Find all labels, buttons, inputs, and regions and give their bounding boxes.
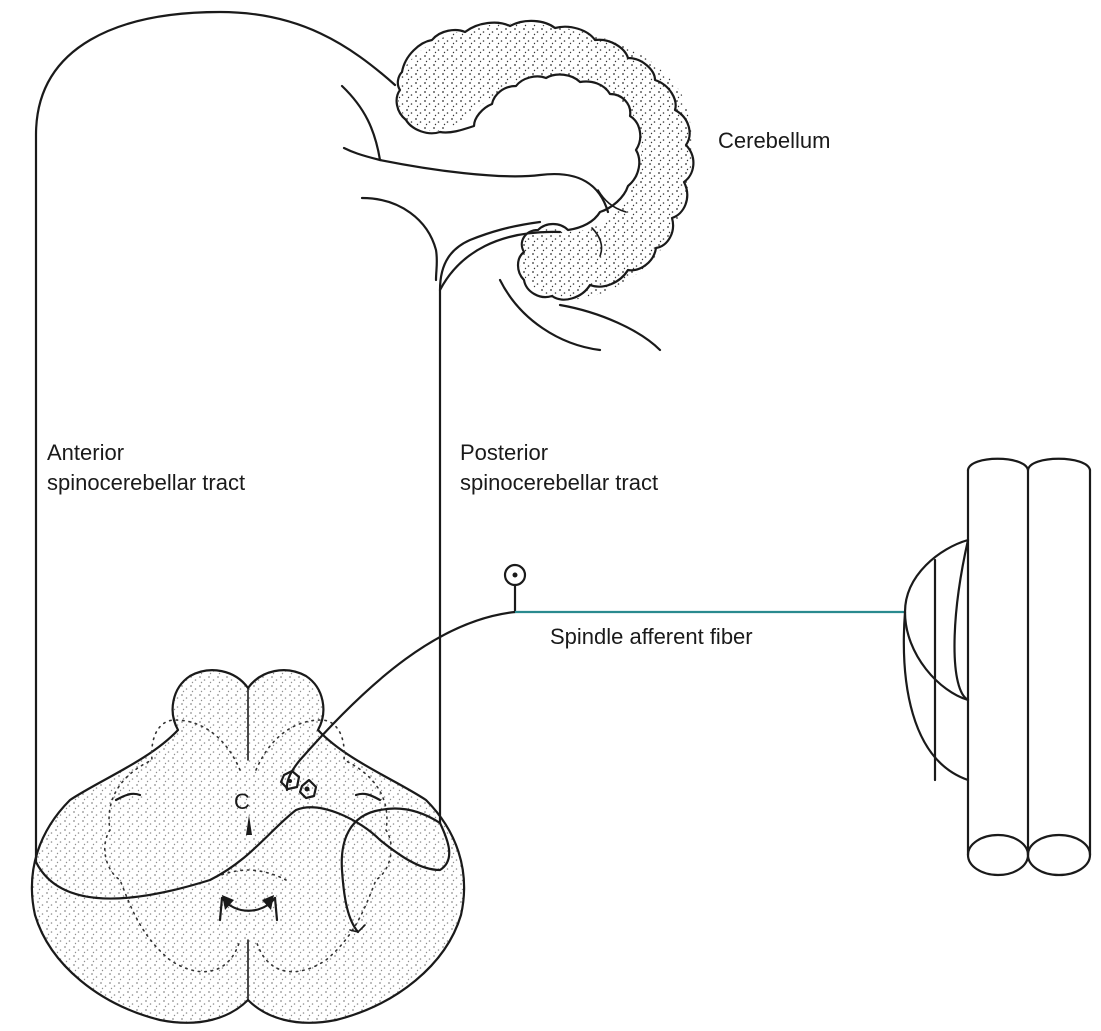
- posterior-tract: [440, 222, 540, 823]
- ganglion-cell-icon: [505, 565, 525, 612]
- spinal-cord-section: [32, 670, 464, 1023]
- anterior-tract-label-line2: spinocerebellar tract: [47, 468, 245, 498]
- anterior-tract-label: Anterior spinocerebellar tract: [47, 438, 245, 498]
- cerebellum: [397, 21, 694, 300]
- spindle-afferent-label: Spindle afferent fiber: [550, 622, 753, 652]
- cerebellum-label: Cerebellum: [718, 126, 831, 156]
- cell-c-label: C: [234, 787, 250, 817]
- posterior-tract-label-line2: spinocerebellar tract: [460, 468, 658, 498]
- anterior-tract-label-line1: Anterior: [47, 438, 245, 468]
- posterior-tract-label: Posterior spinocerebellar tract: [460, 438, 658, 498]
- posterior-tract-label-line1: Posterior: [460, 438, 658, 468]
- muscle-spindle: [904, 459, 1090, 875]
